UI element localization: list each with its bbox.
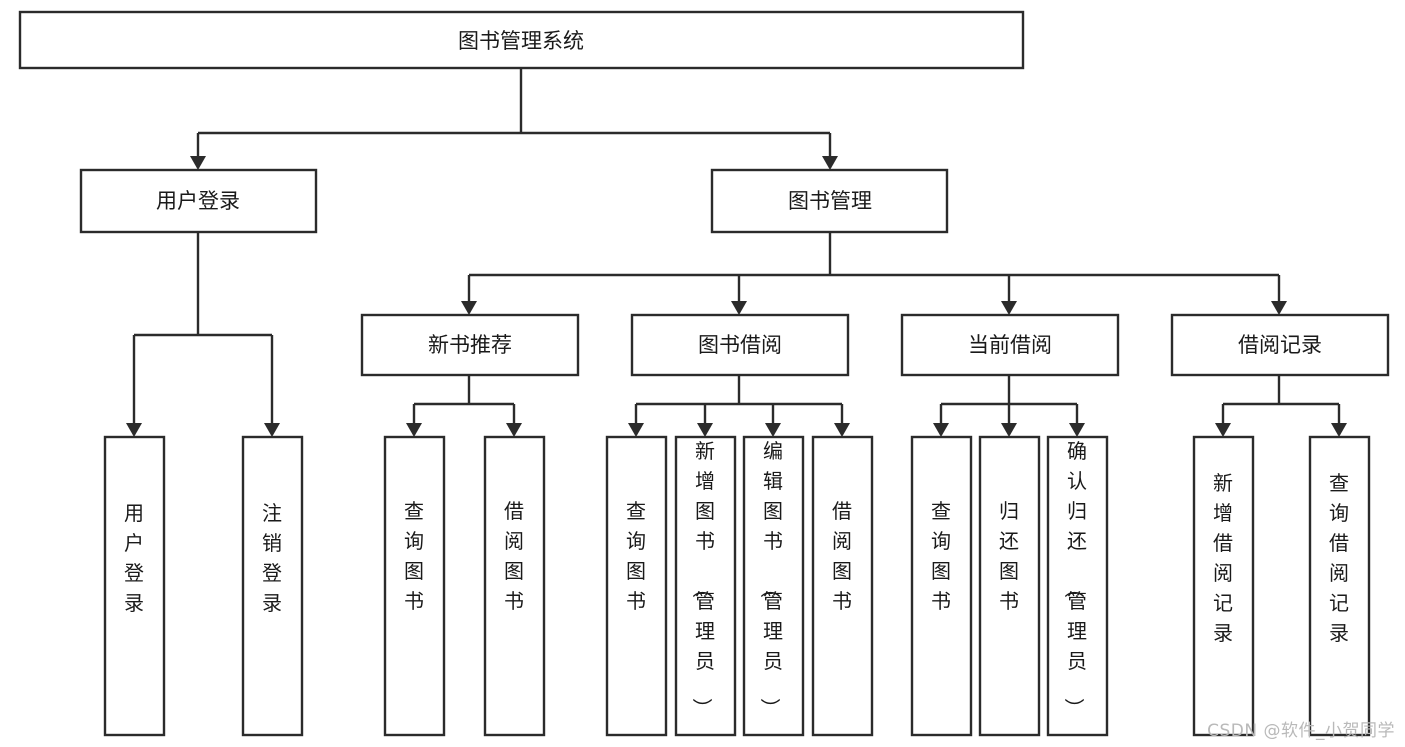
leaf-cb-query-book-label: 查询图书: [931, 499, 951, 613]
arrow-head-bb-leaf-4: [834, 423, 850, 437]
arrow-head-book-manage: [822, 156, 838, 170]
leaf-cb-confirm-return-label: 确认归还（管理员）: [1062, 439, 1087, 718]
arrow-head-bb-leaf-3: [765, 423, 781, 437]
leaf-bb-edit-book-label: 编辑图书（管理员）: [758, 439, 783, 718]
node-new-book-recommend-label: 新书推荐: [428, 333, 512, 357]
node-current-borrow[interactable]: 当前借阅: [900, 313, 1120, 377]
arrow-head-leaf-logout: [264, 423, 280, 437]
leaf-br-query-record-box[interactable]: [1308, 435, 1371, 737]
arrow-head-cb-leaf-1: [933, 423, 949, 437]
arrow-head-br-leaf-1: [1215, 423, 1231, 437]
leaf-nb-borrow-book-box[interactable]: [483, 435, 546, 737]
leaf-nb-borrow-book[interactable]: 借阅图书: [483, 435, 546, 737]
leaf-bb-query-book-label: 查询图书: [626, 499, 646, 613]
node-new-book-recommend[interactable]: 新书推荐: [360, 313, 580, 377]
arrow-head-current-borrow: [1001, 301, 1017, 315]
leaf-nb-borrow-book-label: 借阅图书: [504, 499, 524, 613]
leaf-br-add-record-label: 新增借阅记录: [1213, 471, 1233, 645]
leaf-bb-borrow-book-label: 借阅图书: [832, 499, 852, 613]
leaf-bb-query-book[interactable]: 查询图书: [605, 435, 668, 737]
node-root-box[interactable]: [18, 10, 1025, 70]
arrow-head-book-borrow: [731, 301, 747, 315]
leaf-nb-query-book-label: 查询图书: [404, 499, 424, 613]
leaf-bb-query-book-box[interactable]: [605, 435, 668, 737]
node-user-login-box[interactable]: [79, 168, 318, 234]
node-borrow-record-box[interactable]: [1170, 313, 1390, 377]
arrow-head-nb-leaf-1: [406, 423, 422, 437]
node-book-borrow-box[interactable]: [630, 313, 850, 377]
leaf-user-login[interactable]: 用户登录: [103, 435, 166, 737]
leaf-br-add-record[interactable]: 新增借阅记录: [1192, 435, 1255, 737]
node-borrow-record[interactable]: 借阅记录: [1170, 313, 1390, 377]
node-current-borrow-box[interactable]: [900, 313, 1120, 377]
node-book-manage-label: 图书管理: [788, 189, 872, 213]
leaf-nb-query-book[interactable]: 查询图书: [383, 435, 446, 737]
leaf-user-login-label: 用户登录: [124, 501, 144, 615]
arrow-head-cb-leaf-2: [1001, 423, 1017, 437]
arrow-head-bb-leaf-2: [697, 423, 713, 437]
leaf-cb-return-book-box[interactable]: [978, 435, 1041, 737]
arrow-head-br-leaf-2: [1331, 423, 1347, 437]
arrow-head-new-book: [461, 301, 477, 315]
node-book-borrow[interactable]: 图书借阅: [630, 313, 850, 377]
leaf-cb-return-book-label: 归还图书: [999, 499, 1019, 613]
node-current-borrow-label: 当前借阅: [968, 333, 1052, 357]
node-book-borrow-label: 图书借阅: [698, 333, 782, 357]
leaf-user-login-box[interactable]: [103, 435, 166, 737]
connector-layer: [126, 68, 1347, 437]
leaf-nb-query-book-box[interactable]: [383, 435, 446, 737]
leaf-br-query-record-label: 查询借阅记录: [1329, 471, 1349, 645]
node-new-book-recommend-box[interactable]: [360, 313, 580, 377]
leaf-bb-edit-book-box[interactable]: [742, 435, 805, 737]
node-root-label: 图书管理系统: [458, 29, 584, 53]
leaf-bb-add-book-label: 新增图书（管理员）: [690, 439, 715, 718]
arrow-head-borrow-record: [1271, 301, 1287, 315]
node-borrow-record-label: 借阅记录: [1238, 333, 1322, 357]
leaf-logout-box[interactable]: [241, 435, 304, 737]
leaf-logout-label: 注销登录: [262, 501, 282, 615]
arrow-head-leaf-user-login: [126, 423, 142, 437]
csdn-watermark: CSDN @软件_小贺同学: [1207, 721, 1395, 741]
leaf-cb-query-book-box[interactable]: [910, 435, 973, 737]
leaf-bb-add-book-box[interactable]: [674, 435, 737, 737]
arrow-head-nb-leaf-2: [506, 423, 522, 437]
leaf-cb-confirm-return[interactable]: 确认归还（管理员）: [1046, 435, 1109, 737]
leaf-bb-add-book[interactable]: 新增图书（管理员）: [674, 435, 737, 737]
leaf-br-add-record-box[interactable]: [1192, 435, 1255, 737]
node-root[interactable]: 图书管理系统: [18, 10, 1025, 70]
leaf-bb-borrow-book[interactable]: 借阅图书: [811, 435, 874, 737]
leaf-cb-confirm-return-box[interactable]: [1046, 435, 1109, 737]
node-book-manage[interactable]: 图书管理: [710, 168, 949, 234]
arrow-head-bb-leaf-1: [628, 423, 644, 437]
arrow-head-user-login: [190, 156, 206, 170]
node-user-login[interactable]: 用户登录: [79, 168, 318, 234]
node-book-manage-box[interactable]: [710, 168, 949, 234]
leaf-cb-return-book[interactable]: 归还图书: [978, 435, 1041, 737]
leaf-bb-borrow-book-box[interactable]: [811, 435, 874, 737]
leaf-cb-query-book[interactable]: 查询图书: [910, 435, 973, 737]
leaf-logout[interactable]: 注销登录: [241, 435, 304, 737]
node-user-login-label: 用户登录: [156, 189, 240, 213]
arrow-head-cb-leaf-3: [1069, 423, 1085, 437]
leaf-bb-edit-book[interactable]: 编辑图书（管理员）: [742, 435, 805, 737]
leaf-br-query-record[interactable]: 查询借阅记录: [1308, 435, 1371, 737]
